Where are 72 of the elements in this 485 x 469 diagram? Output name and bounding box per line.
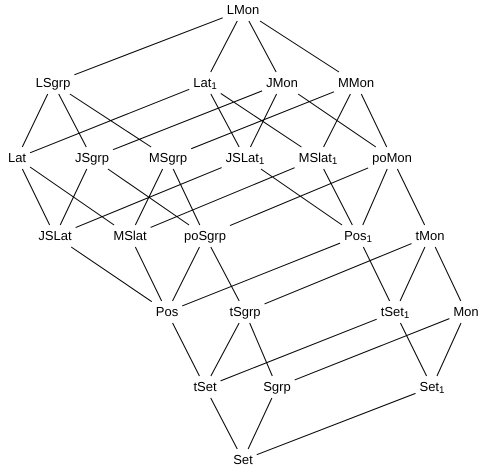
node-label: Set — [232, 452, 254, 468]
connector-line — [210, 20, 238, 72]
connector-line — [436, 322, 462, 376]
connector-line — [22, 168, 50, 226]
connector-line — [210, 94, 240, 148]
connector-line — [260, 168, 343, 226]
connector-line — [323, 168, 353, 226]
node-label: MSlat$_{1}$ — [298, 150, 338, 166]
connector-line — [22, 94, 48, 148]
node-label: LSgrp — [34, 75, 72, 91]
node-label: Pos$_{1}$ — [343, 228, 373, 244]
connector-line — [74, 17, 224, 76]
connector-line — [182, 242, 341, 306]
connector-line — [323, 94, 351, 148]
connector-line — [434, 246, 462, 302]
connector-line — [264, 243, 412, 304]
node-label: tMon — [414, 228, 446, 244]
node-label: tSet$_{1}$ — [380, 304, 410, 320]
connector-line — [172, 322, 200, 376]
connector-line — [260, 20, 340, 72]
connector-line — [298, 94, 376, 148]
connector-line — [256, 392, 416, 456]
connector-line — [58, 94, 87, 148]
node-label: poSgrp — [183, 228, 227, 244]
connector-line — [30, 166, 115, 226]
node-label: JSgrp — [74, 150, 110, 166]
connector-line — [362, 246, 390, 302]
node-label: MSgrp — [148, 150, 188, 166]
connector-line — [75, 167, 222, 228]
node-label: tSet — [192, 379, 218, 395]
node-label: MSlat — [112, 228, 148, 244]
connector-line — [249, 322, 273, 376]
connector-line — [220, 92, 302, 148]
connector-line — [250, 94, 278, 148]
node-label: MMon — [336, 75, 376, 91]
node-label: Mon — [452, 304, 480, 320]
connector-line — [70, 246, 152, 302]
connector-line — [248, 20, 277, 72]
node-label: Sgrp — [262, 379, 292, 395]
connector-line — [400, 246, 426, 302]
connector-line — [150, 167, 296, 228]
connector-line — [112, 90, 263, 150]
connector-line — [172, 168, 200, 226]
connector-line — [229, 167, 369, 226]
connector-line — [69, 94, 152, 148]
connector-line — [294, 318, 450, 380]
connector-line — [190, 91, 334, 150]
connector-line — [30, 88, 190, 154]
connector-line — [362, 168, 388, 226]
node-label: Lat$_{1}$ — [192, 75, 218, 91]
node-label: Set$_{1}$ — [418, 379, 446, 395]
connector-line — [172, 246, 200, 302]
node-label: poMon — [371, 150, 413, 166]
node-label: JSLat$_{1}$ — [224, 150, 266, 166]
node-label: LMon — [226, 2, 260, 18]
connector-line — [107, 168, 190, 226]
node-label: Pos — [154, 304, 180, 320]
connector-line — [400, 322, 428, 376]
connector-line — [210, 322, 240, 376]
connector-line — [134, 168, 164, 226]
node-label: JMon — [265, 75, 299, 91]
connector-line — [210, 246, 240, 302]
connector-line — [248, 398, 272, 450]
connector-line — [210, 398, 238, 450]
connector-line — [360, 94, 388, 148]
connector-line — [396, 168, 426, 226]
connector-line — [134, 246, 162, 302]
node-label: JSLat — [37, 228, 73, 244]
connector-line — [220, 318, 378, 382]
node-label: tSgrp — [228, 304, 262, 320]
node-label: Lat — [6, 150, 28, 166]
connector-line — [60, 168, 88, 226]
